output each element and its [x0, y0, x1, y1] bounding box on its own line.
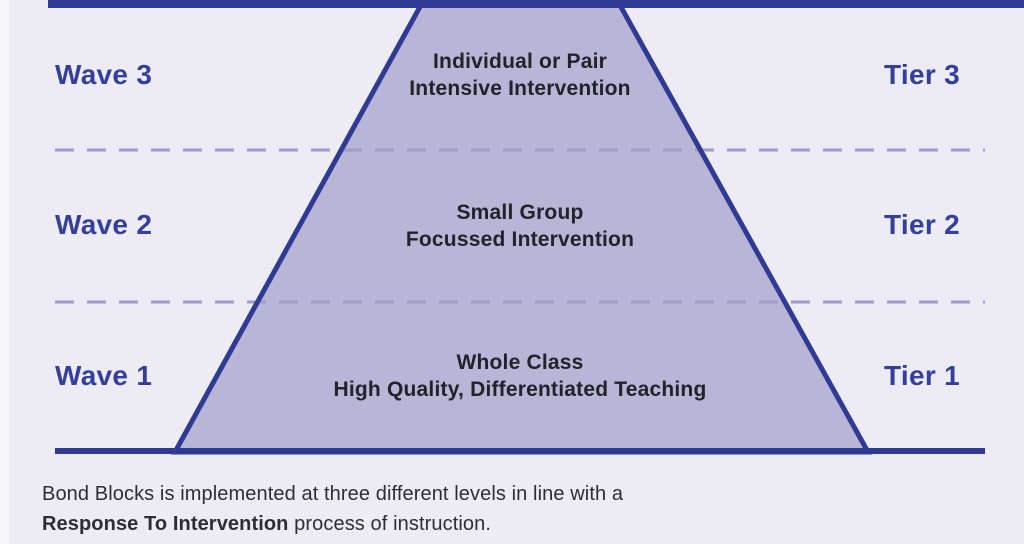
pyramid-level-1-line2: High Quality, Differentiated Teaching [333, 378, 707, 401]
pyramid-fill-shape [175, 0, 868, 452]
pyramid-level-3-label: Individual or Pair Intensive Interventio… [220, 48, 820, 102]
caption-line2: Response To Intervention process of inst… [42, 510, 802, 540]
caption-line2-rest: process of instruction. [288, 512, 492, 535]
pyramid-level-1-line1: Whole Class [456, 351, 584, 374]
tier-3-label: Tier 3 [884, 59, 960, 90]
wave-1-label: Wave 1 [55, 360, 153, 391]
pyramid-level-2-label: Small Group Focussed Intervention [220, 199, 820, 253]
tier-2-label: Tier 2 [884, 209, 960, 240]
pyramid-level-3-line2: Intensive Intervention [409, 77, 631, 100]
caption-line1: Bond Blocks is implemented at three diff… [42, 483, 624, 505]
pyramid-level-1-label: Whole Class High Quality, Differentiated… [220, 349, 820, 403]
pyramid-level-2-line1: Small Group [456, 201, 584, 224]
page-left-margin [0, 0, 9, 544]
wave-3-label: Wave 3 [55, 59, 153, 90]
tier-1-label: Tier 1 [884, 360, 960, 391]
caption: Bond Blocks is implemented at three diff… [42, 480, 802, 539]
pyramid-level-2-line2: Focussed Intervention [405, 228, 635, 251]
caption-line2-bold: Response To Intervention [42, 512, 289, 535]
top-border-bar [48, 0, 1024, 8]
pyramid-level-3-line1: Individual or Pair [433, 50, 607, 73]
wave-2-label: Wave 2 [55, 209, 153, 240]
